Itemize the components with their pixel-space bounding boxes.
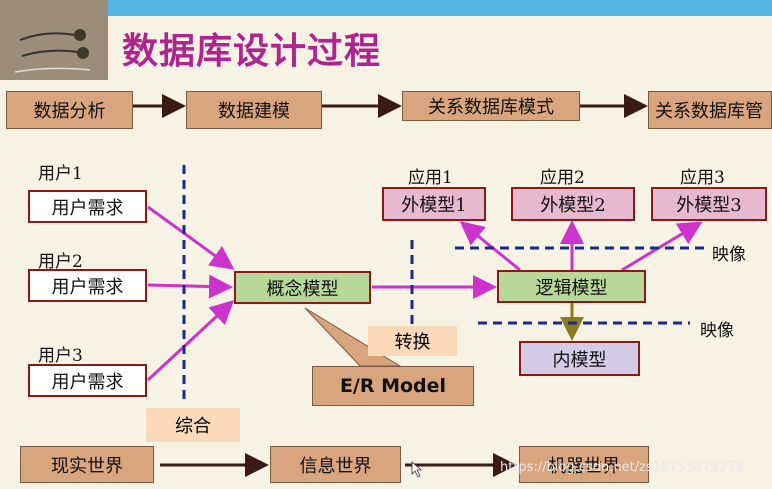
app-3-label: 应用3 [680, 168, 725, 188]
app-2-label: 应用2 [540, 168, 585, 188]
user-2-label: 用户2 [38, 252, 83, 272]
stage-relational-schema: 关系数据库模式 [402, 91, 580, 121]
concept-model-box: 概念模型 [234, 271, 371, 304]
mapping-label-lower: 映像 [700, 321, 734, 341]
stage-relational-dbms: 关系数据库管 [648, 91, 772, 129]
user-3-need: 用户需求 [28, 364, 147, 397]
external-model-2: 外模型2 [511, 187, 635, 221]
stage-data-modeling: 数据建模 [186, 91, 322, 129]
watermark-url: https://blog.csdn.net/zs18753479279 [500, 460, 744, 475]
world-information: 信息世界 [270, 446, 401, 483]
logic-model-box: 逻辑模型 [497, 270, 646, 303]
app-1-label: 应用1 [408, 168, 453, 188]
convert-label: 转换 [368, 326, 457, 356]
er-model-callout: E/R Model [312, 366, 474, 406]
external-model-1: 外模型1 [382, 187, 486, 221]
user-3-label: 用户3 [38, 346, 83, 366]
user-1-label: 用户1 [38, 164, 83, 184]
stage-data-analysis: 数据分析 [6, 91, 133, 129]
world-machine: 机器世界 [519, 446, 649, 483]
page-title: 数据库设计过程 [122, 31, 382, 72]
user-1-need: 用户需求 [28, 190, 147, 223]
logo-decoration [0, 0, 108, 80]
synthesize-label: 综合 [146, 408, 240, 442]
world-real: 现实世界 [20, 446, 154, 483]
inner-model-box: 内模型 [519, 341, 640, 376]
external-model-3: 外模型3 [651, 187, 767, 221]
top-color-strip [108, 0, 772, 16]
user-2-need: 用户需求 [28, 269, 147, 302]
mapping-label-upper: 映像 [712, 245, 746, 265]
